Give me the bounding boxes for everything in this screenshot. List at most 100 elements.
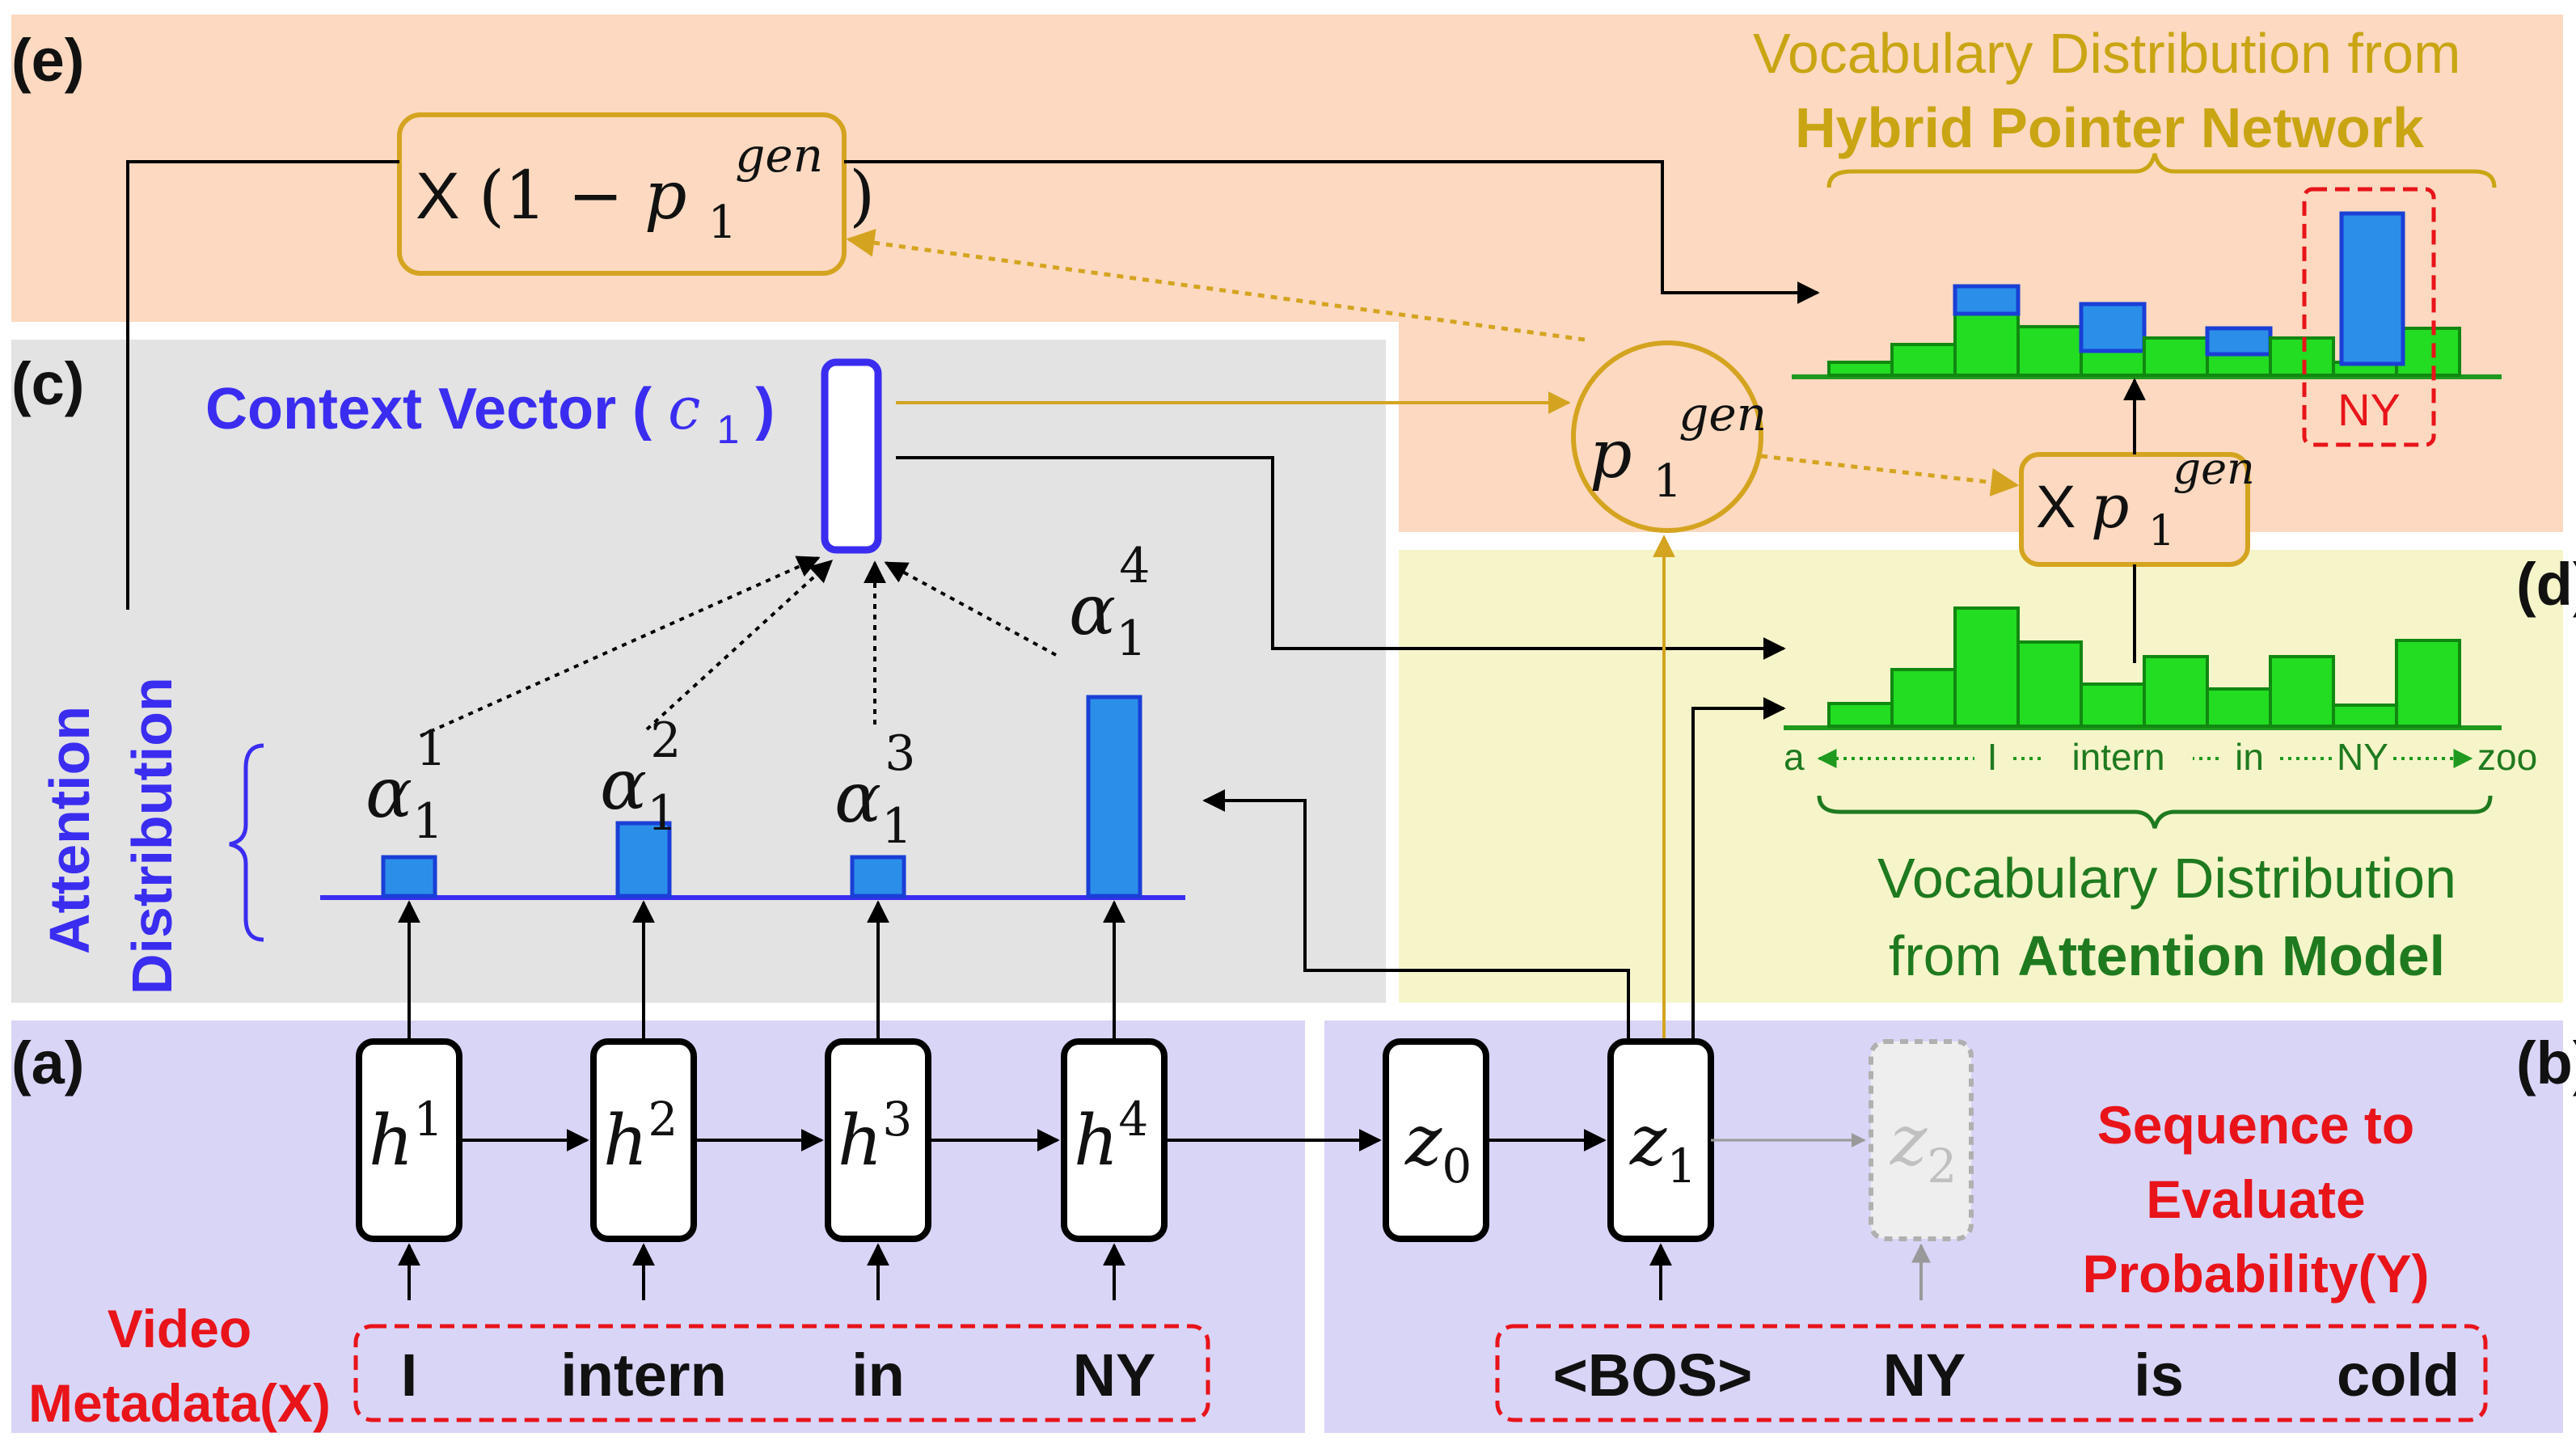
decoder-state-label: z0 [1404, 1101, 1472, 1194]
alpha-sub: 1 [1116, 611, 1147, 667]
alpha-sup: 1 [416, 720, 446, 777]
decoder-state-symbol: z [1890, 1101, 1928, 1181]
pgen-sub: 1 [1653, 455, 1683, 508]
hybrid-brace [1826, 153, 2497, 188]
ny-highlight-label: NY [2337, 384, 2401, 435]
input-token: I [401, 1342, 418, 1409]
input-token: intern [560, 1342, 727, 1409]
one-minus-close: ) [849, 158, 875, 235]
attn-vocab-bar [2016, 640, 2083, 728]
hybrid-green-bar [1953, 312, 2020, 377]
hybrid-green-bar [1890, 343, 1957, 377]
encoder-state-label: h4 [1074, 1092, 1148, 1181]
attention-brace [229, 743, 264, 942]
pgen-circle [1571, 340, 1763, 533]
encoder-state-sup: 2 [648, 1092, 678, 1147]
one-minus-sup: gen [735, 128, 823, 183]
context-vector-close: ) [755, 377, 775, 442]
alpha-label: α13 [834, 725, 915, 855]
context-vector-sub: 1 [716, 407, 739, 452]
alpha-sub: 1 [412, 793, 443, 850]
attention-bar [615, 821, 672, 898]
vocab-tick-label: in [2235, 736, 2264, 778]
encoder-state-symbol: h [838, 1101, 882, 1181]
attention-bar [850, 855, 906, 898]
encoder-state-symbol: h [603, 1101, 648, 1181]
attention-label-line2: Distribution [120, 677, 184, 995]
attn-vocab-bar [2332, 704, 2398, 728]
alpha-sub: 1 [881, 798, 912, 855]
attn-vocab-title-line2: from Attention Model [1889, 924, 2445, 987]
decoder-state-sub: 1 [1666, 1139, 1696, 1194]
panel-label-a: (a) [11, 1029, 84, 1097]
pgen-mult-expr: p 1 gen [2091, 443, 2255, 560]
alpha-symbol: α [600, 745, 647, 826]
hybrid-green-bar [2206, 353, 2272, 377]
attn-vocab-bar [1953, 606, 2020, 728]
vocab-tick-mask [2044, 737, 2193, 780]
output-tokens-box [1495, 1324, 2488, 1422]
attn-vocab-bar [2080, 682, 2146, 728]
vocab-tick-label: I [1987, 736, 1998, 778]
hybrid-green-bar [1827, 361, 1894, 377]
output-token: NY [1883, 1342, 1966, 1409]
vocab-tick-label: intern [2071, 736, 2164, 778]
output-token: is [2134, 1342, 2184, 1409]
output-label-line3: Probability(Y) [2082, 1244, 2429, 1304]
vocab-tick-mask [2220, 737, 2278, 780]
output-label-line1: Sequence to [2097, 1095, 2414, 1155]
attn-vocab-brace [1817, 795, 2493, 829]
context-vector-box [821, 358, 882, 554]
output-label-line2: Evaluate [2146, 1169, 2365, 1229]
context-vector-text: Context Vector ( [205, 377, 652, 442]
pgen-mult-p: p [2091, 472, 2129, 542]
hybrid-distribution: NY [1792, 187, 2502, 447]
decoder-state-box [1869, 1039, 1974, 1241]
z1-to-attention-arrow [1202, 789, 1630, 1038]
hybrid-ny-pointer-bar [2339, 211, 2405, 366]
attention-label-line1: Attention [38, 706, 101, 954]
hybrid-green-bar [2395, 327, 2461, 377]
attn-vocab-title-line1: Vocabulary Distribution [1877, 847, 2456, 910]
vocab-axis-mask-start [1776, 737, 1816, 780]
input-label-line1: Video [108, 1299, 252, 1359]
attn-vocab-title-bold: Attention Model [2017, 924, 2445, 987]
alpha-label: α12 [600, 712, 681, 842]
encoder-state-sup: 3 [882, 1092, 912, 1147]
panel-label-b: (b) [2516, 1029, 2576, 1097]
hybrid-blue-bar [2079, 302, 2147, 353]
decoder-state-sub: 2 [1927, 1139, 1957, 1194]
input-token: NY [1073, 1342, 1156, 1409]
output-token: <BOS> [1553, 1342, 1753, 1409]
attention-bar [381, 855, 437, 898]
pgen-mult-x: X [2036, 473, 2076, 540]
panel-c-background [11, 340, 1386, 1003]
hybrid-blue-bar [1953, 284, 2021, 316]
hybrid-green-bar [2269, 336, 2335, 377]
input-label-line2: Metadata(X) [28, 1373, 331, 1433]
encoder-state-label: h3 [838, 1092, 912, 1181]
context-vector-symbol: c [668, 374, 700, 442]
one-minus-pgen-expr: (1 − p 1 gen ) [479, 111, 875, 254]
one-minus-open: (1 − [479, 158, 644, 235]
context-to-attn-vocab-arrow [896, 456, 1786, 660]
encoder-state-sup: 1 [413, 1092, 443, 1147]
input-tokens-box [353, 1324, 1210, 1422]
attn-vocab-bar [1827, 702, 1894, 728]
one-minus-sub: 1 [708, 196, 737, 249]
decoder-state-symbol: z [1629, 1101, 1667, 1181]
attn-vocab-bar [2143, 655, 2209, 728]
attention-bar [1086, 695, 1142, 898]
hybrid-title-line2: Hybrid Pointer Network [1795, 96, 2424, 159]
alpha-sup: 4 [1119, 538, 1150, 594]
decoder-state-label: z1 [1629, 1101, 1696, 1194]
panel-label-e: (e) [11, 27, 84, 94]
alpha-symbol: α [365, 753, 412, 834]
encoder-state-symbol: h [369, 1101, 413, 1181]
alpha4-to-context-arrow [884, 561, 1057, 657]
attn-vocab-bar [2206, 687, 2272, 728]
alpha-sub: 1 [647, 785, 678, 842]
input-token: in [851, 1342, 905, 1409]
pgen-mult-sup: gen [2173, 443, 2255, 494]
decoder-state-label: z2 [1890, 1101, 1957, 1194]
